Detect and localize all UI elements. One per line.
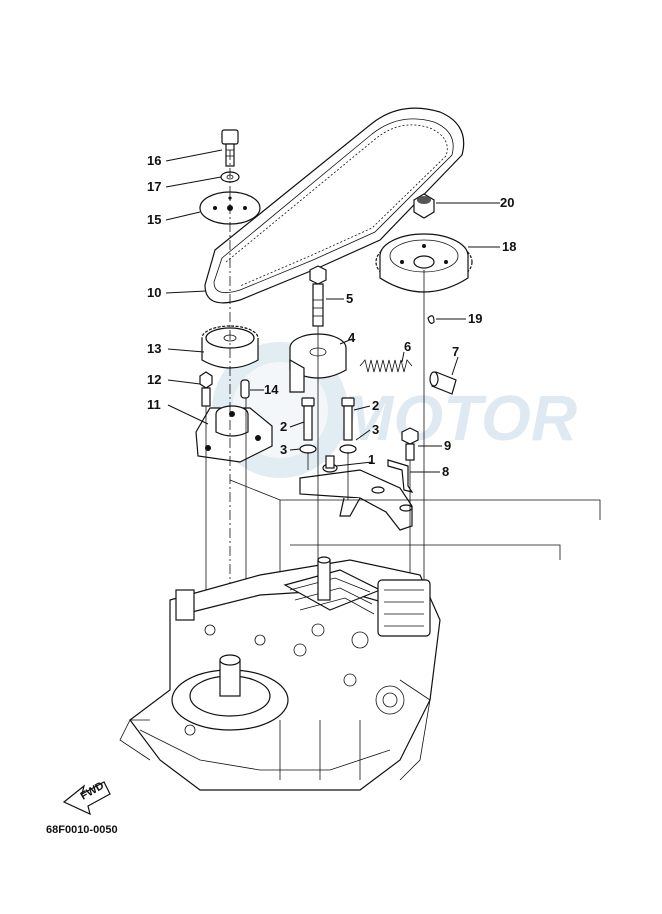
- callout-20: 20: [500, 195, 514, 210]
- callout-19: 19: [468, 311, 482, 326]
- callout-17: 17: [147, 179, 161, 194]
- callout-10: 10: [147, 285, 161, 300]
- callout-5: 5: [346, 291, 353, 306]
- bracket-11: [195, 405, 273, 463]
- bolt-16: [221, 129, 239, 167]
- bolt-12: [199, 371, 213, 407]
- pin-14: [240, 379, 250, 399]
- callout-16: 16: [147, 153, 161, 168]
- callout-11: 11: [147, 397, 161, 412]
- callout-18: 18: [502, 239, 516, 254]
- bolt-2-right: [341, 397, 355, 441]
- key-19: [427, 315, 435, 324]
- callout-9: 9: [444, 438, 451, 453]
- callout-13: 13: [147, 341, 161, 356]
- spring-6: [359, 359, 413, 373]
- leader-lines: [165, 149, 500, 473]
- washer-3-right: [339, 444, 357, 454]
- callout-3-right: 3: [372, 422, 379, 437]
- bolt-5: [309, 265, 327, 327]
- callout-12: 12: [147, 372, 161, 387]
- callout-14: 14: [264, 382, 279, 397]
- callouts: 16 17 15 20 18 10 5 19 4 13 6 7 12 14 11…: [147, 153, 516, 479]
- callout-6: 6: [404, 339, 411, 354]
- callout-2-right: 2: [372, 398, 379, 413]
- callout-8: 8: [442, 464, 449, 479]
- collar-7: [429, 371, 457, 395]
- alignment-lines: [205, 150, 601, 640]
- timing-belt: [204, 107, 465, 304]
- watermark-text: MOTOR: [340, 382, 577, 454]
- callout-4: 4: [348, 330, 356, 345]
- washer-3-left: [299, 444, 317, 454]
- callout-15: 15: [147, 212, 161, 227]
- powerhead-block: [119, 556, 441, 791]
- lever-1: [299, 455, 413, 531]
- callout-7: 7: [452, 344, 459, 359]
- clip-8: [387, 459, 414, 493]
- nut-20: [413, 193, 435, 219]
- callout-2-left: 2: [280, 419, 287, 434]
- fwd-arrow: FWD: [62, 780, 111, 816]
- callout-1: 1: [368, 452, 375, 467]
- drawing-code: 68F0010-0050: [46, 824, 118, 836]
- bolt-2-left: [301, 397, 315, 441]
- callout-3-left: 3: [280, 442, 287, 457]
